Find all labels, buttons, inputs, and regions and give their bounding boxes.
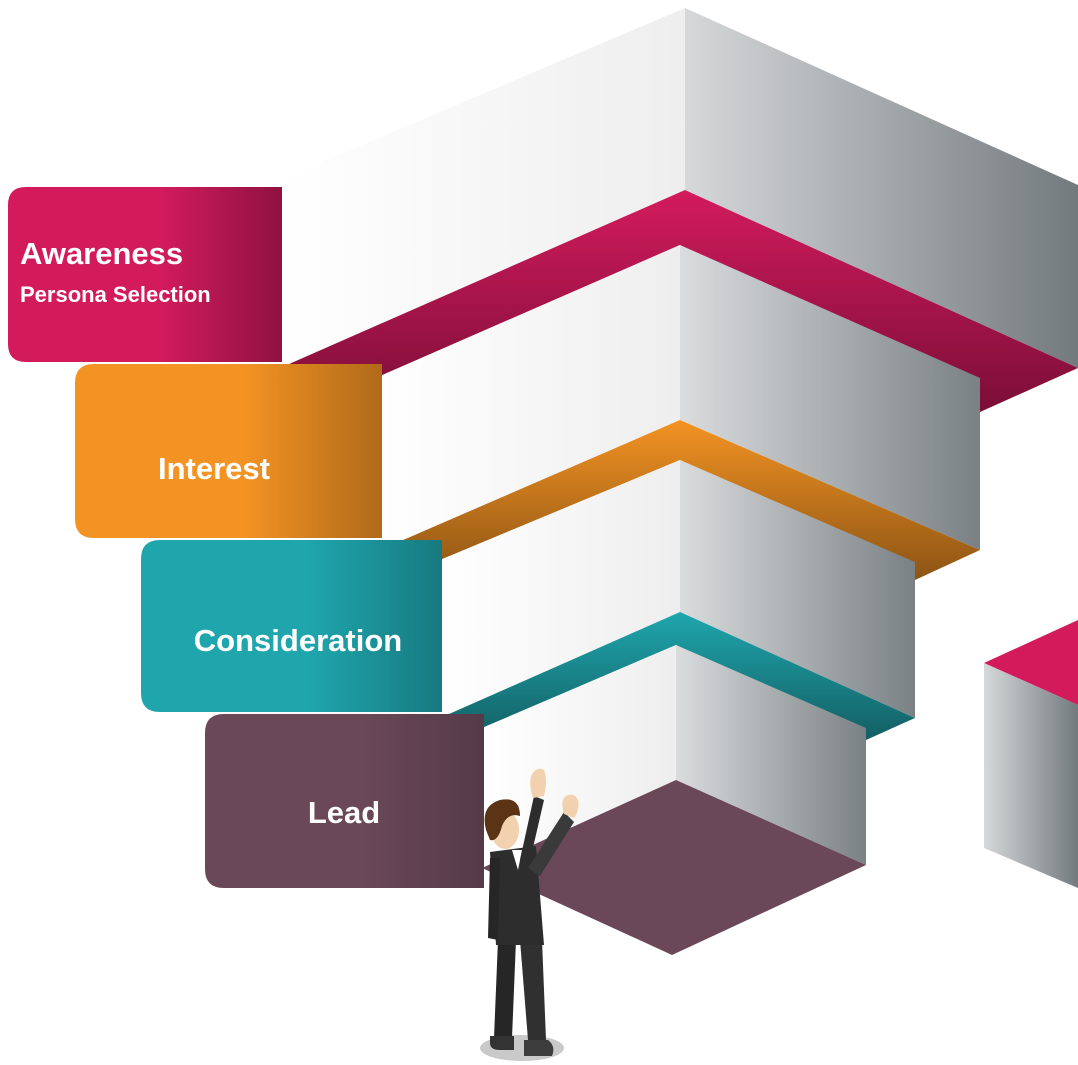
figure-shoe-left (490, 1036, 514, 1050)
businessman-figure (480, 768, 579, 1061)
side-block-top (984, 620, 1078, 705)
block-top-left-face (280, 8, 685, 368)
stage-title-interest: Interest (158, 451, 270, 486)
block-interest-right-face (680, 245, 980, 550)
figure-arm-lower (488, 858, 500, 940)
block-top (280, 8, 1078, 368)
stage-tab-interest: Interest (75, 364, 382, 538)
figure-hand-right (562, 794, 579, 818)
stage-tab-lead-bg (205, 714, 484, 888)
figure-torso (490, 846, 544, 945)
block-top-right-face (685, 8, 1078, 368)
block-consideration-right-face (680, 460, 915, 718)
stage-tab-lead: Lead (205, 714, 484, 888)
band-awareness-floor (280, 190, 1078, 412)
stage-subtitle-awareness: Persona Selection (20, 282, 211, 307)
stage-title-consideration: Consideration (194, 623, 402, 658)
figure-leg-left (494, 940, 516, 1038)
figure-arm-right (528, 812, 574, 876)
figure-hand-left (530, 768, 546, 798)
figure-leg-right (520, 940, 546, 1040)
figure-hair (484, 799, 520, 841)
block-interest-left-face (380, 245, 680, 550)
block-consideration (440, 460, 915, 718)
stage-tab-consideration-bg (141, 540, 442, 712)
block-consideration-left-face (440, 460, 680, 718)
figure-collar (512, 850, 522, 870)
figure-shoe-right (524, 1040, 554, 1056)
block-interest (380, 245, 980, 550)
stage-tab-interest-bg (75, 364, 382, 538)
stage-tab-consideration: Consideration (141, 540, 442, 712)
band-consideration-floor (440, 612, 915, 740)
stage-title-lead: Lead (308, 795, 380, 830)
block-lead-floor (482, 780, 866, 955)
stage-tab-awareness-bg (8, 187, 282, 362)
side-block-face (984, 663, 1078, 888)
stage-tab-awareness: Awareness Persona Selection (8, 187, 282, 362)
block-lead-right-face (676, 645, 866, 865)
stage-title-awareness: Awareness (20, 236, 183, 271)
side-block-right (984, 620, 1078, 888)
band-consideration (440, 612, 915, 740)
figure-arm-upper (520, 796, 544, 860)
